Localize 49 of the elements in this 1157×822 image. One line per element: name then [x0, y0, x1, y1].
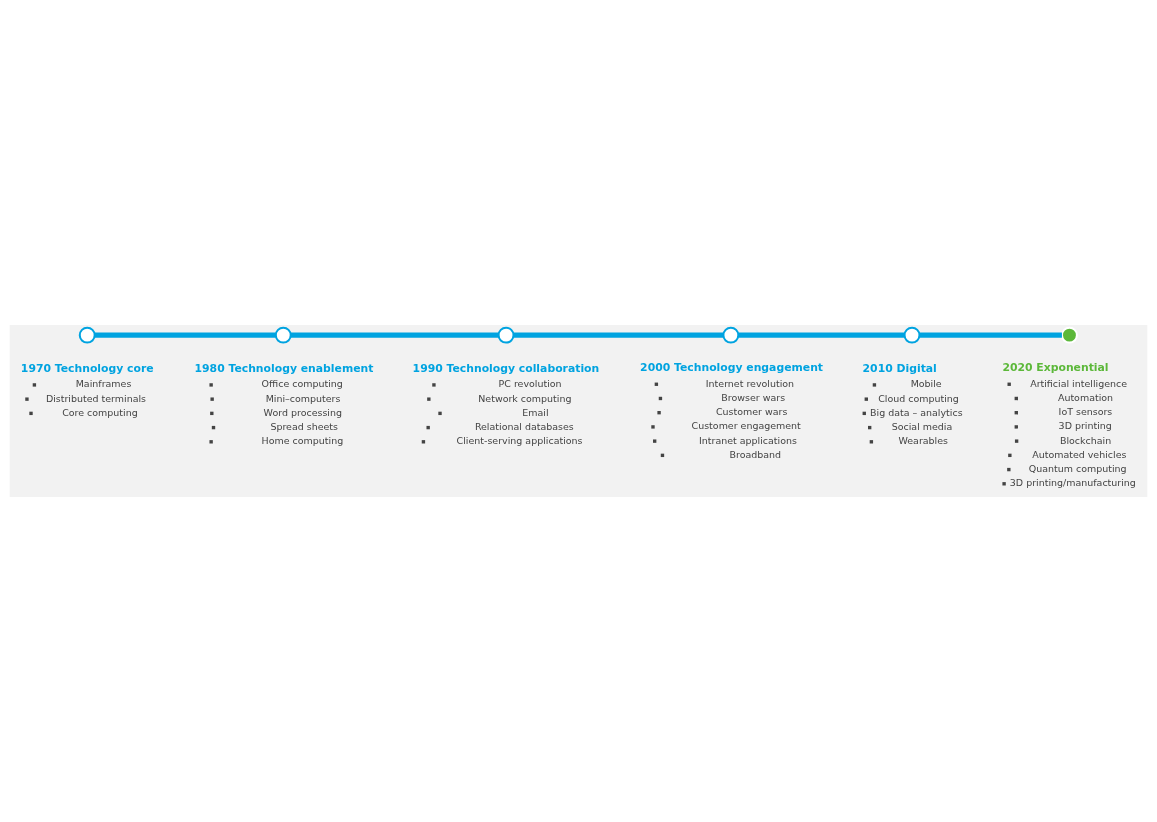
node-label: Automated vehicles	[1032, 448, 1127, 460]
node-circle	[903, 326, 921, 344]
node-circle	[1061, 326, 1078, 344]
node-label: Home computing	[261, 435, 344, 447]
node-label: 3D printing/manufacturing	[1009, 477, 1136, 489]
node-label: Browser wars	[721, 391, 786, 403]
node-label: Network computing	[478, 392, 572, 404]
connector	[513, 332, 724, 338]
node-circle	[274, 326, 292, 344]
node-label: Mobile	[910, 378, 942, 390]
node-label: Automation	[1057, 391, 1114, 403]
node-circle	[497, 326, 515, 344]
node-label: Blockchain	[1059, 434, 1112, 446]
node-label: Customer wars	[715, 406, 788, 418]
connector	[290, 332, 499, 338]
node-label: 1970 Technology core	[20, 361, 154, 375]
node-label: Social media	[891, 421, 953, 433]
node-label: Wearables	[898, 435, 948, 447]
connector	[919, 332, 1062, 338]
connector	[738, 332, 905, 338]
node-label: 2010 Digital	[862, 361, 937, 375]
node-label: IoT sensors	[1058, 406, 1113, 418]
node-label: Distributed terminals	[45, 392, 147, 404]
node-label: Customer engagement	[691, 420, 801, 432]
node-label: Broadband	[729, 448, 782, 460]
node-circle	[722, 326, 740, 344]
node-label: 2000 Technology engagement	[640, 360, 824, 374]
node-label: Core computing	[62, 406, 138, 418]
node-label: Relational databases	[474, 421, 574, 433]
node-label: Artificial intelligence	[1030, 377, 1128, 389]
node-label: Email	[522, 406, 549, 418]
node-label: Quantum computing	[1028, 463, 1127, 475]
connector	[94, 332, 276, 338]
node-label: Intranet applications	[699, 434, 797, 446]
node-label: 1990 Technology collaboration	[412, 361, 600, 375]
node-label: Word processing	[263, 406, 342, 418]
node-label: Cloud computing	[878, 392, 959, 404]
node-label: PC revolution	[498, 378, 562, 390]
node-circle	[78, 326, 96, 344]
node-label: 2020 Exponential	[1002, 360, 1109, 374]
node-label: Mainframes	[75, 378, 132, 390]
node-label: 1980 Technology enablement	[194, 361, 374, 375]
node-label: Office computing	[261, 378, 343, 390]
node-label: Mini–computers	[265, 392, 341, 404]
node-label: 3D printing	[1058, 420, 1112, 432]
node-label: Internet revolution	[705, 377, 795, 389]
node-label: Spread sheets	[270, 421, 338, 433]
node-label: Big data – analytics	[870, 406, 963, 418]
node-label: Client-serving applications	[456, 435, 583, 447]
